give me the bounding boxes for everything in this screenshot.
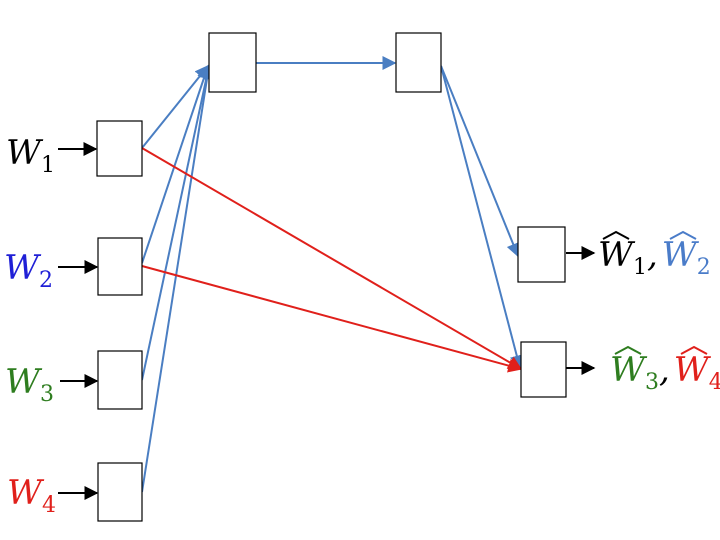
link-s2-dest-2 [141, 265, 523, 373]
nodes [96, 32, 567, 522]
output-label-1: W1,W2 [598, 235, 711, 280]
relay-node-b [395, 32, 442, 93]
input-label-2: W2 [4, 248, 53, 293]
link-s4-relay-a [141, 64, 214, 493]
link-s1-dest-2 [141, 147, 523, 370]
output-labels: W1,W2 W3,W4 [598, 235, 720, 395]
output-arrows [566, 246, 596, 375]
output-label-2: W3,W4 [610, 350, 720, 395]
destination-node-1 [517, 226, 566, 283]
link-s3-relay-a [141, 64, 214, 381]
source-node-3 [97, 350, 143, 410]
relay-node-a [208, 32, 257, 93]
link-relay-b-dest-2 [440, 65, 524, 370]
red-links [141, 147, 523, 373]
input-arrows [58, 142, 99, 500]
hat-marks [602, 230, 708, 355]
hat-mark-out-2a [614, 345, 642, 355]
source-node-2 [97, 237, 143, 296]
blue-links [141, 56, 524, 493]
hat-mark-out-1b [669, 230, 697, 240]
source-node-4 [97, 462, 143, 522]
hat-mark-out-2b [680, 345, 708, 355]
link-s1-relay-a [141, 64, 209, 149]
input-labels: W1 W2 W3 W4 [4, 133, 56, 518]
input-label-3: W3 [5, 362, 54, 407]
hat-mark-out-1a [602, 230, 630, 240]
destination-node-2 [520, 341, 567, 398]
source-node-1 [96, 120, 143, 177]
input-label-4: W4 [7, 473, 56, 518]
link-s2-relay-a [141, 64, 211, 264]
input-label-1: W1 [6, 133, 55, 178]
link-relay-b-dest-1 [440, 65, 520, 258]
